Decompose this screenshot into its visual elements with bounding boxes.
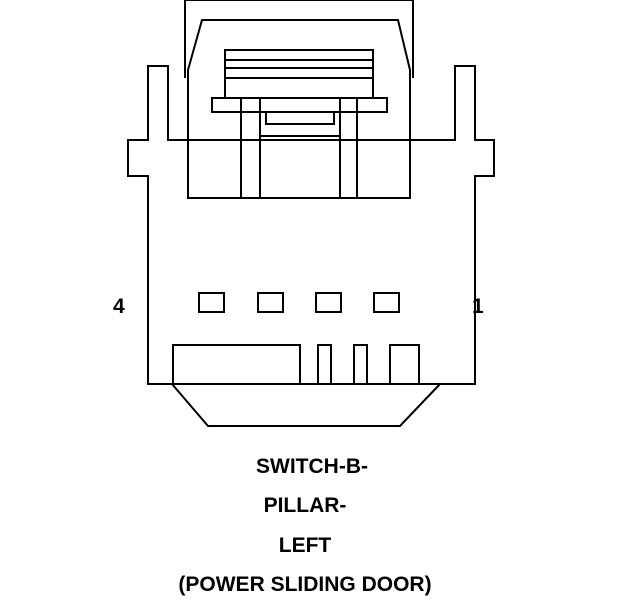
cavity-2 xyxy=(315,292,342,313)
pin-label-right: 1 xyxy=(472,295,484,318)
locking-latch xyxy=(184,0,414,199)
bottom-shroud xyxy=(171,383,441,427)
connector-body xyxy=(127,65,495,385)
title-line-2: PILLAR- xyxy=(264,494,347,517)
title-line-4: (POWER SLIDING DOOR) xyxy=(178,573,431,596)
pin-cavities xyxy=(198,292,400,313)
cavity-3 xyxy=(257,292,284,313)
keying-slots xyxy=(172,344,420,385)
title-line-1: SWITCH-B- xyxy=(256,455,368,478)
cavity-4 xyxy=(198,292,225,313)
cavity-1 xyxy=(373,292,400,313)
pin-label-left: 4 xyxy=(113,295,125,318)
title-line-3: LEFT xyxy=(279,534,332,557)
